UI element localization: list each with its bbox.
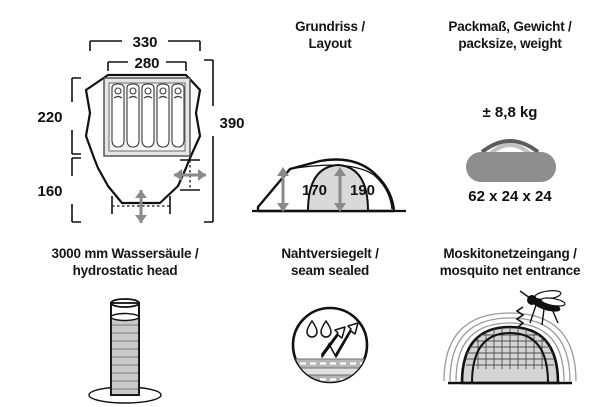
side-vestibule-arrow [174,159,206,191]
profile-heading: Grundriss / Layout [295,19,365,51]
packsize-dimensions: 62 x 24 x 24 [468,188,552,205]
dim-total-depth: 390 [219,115,244,132]
dim-outer-width: 330 [132,34,157,51]
bag-body [466,152,556,182]
peak-height-arrow [334,167,346,212]
mosquito-figure [519,290,566,326]
dim-inner-width: 280 [134,55,159,72]
seam-fabric-layers [293,358,367,382]
water-droplets [306,319,332,338]
dim-vestibule-depth: 160 [37,183,62,200]
mosquito-body [531,298,561,312]
fly-ridge-line [289,164,393,210]
graduation-marks [111,324,139,390]
dim-vestibule-height: 170 [302,182,327,199]
seam-heading: Nahtversiegelt / seam sealed [281,246,379,278]
panel-layout: 330 280 220 160 390 [0,18,250,233]
panel-hydrostatic: 3000 mm Wassersäule / hydrostatic head [0,245,250,405]
bounce-zigzag [515,306,525,328]
repel-arcs [443,312,577,382]
packsize-weight: ± 8,8 kg [482,104,538,121]
vestibule-height-arrow [277,167,289,212]
panel-profile: Grundriss / Layout 170 190 [250,18,410,233]
panel-mosquito-net: Moskitonetzeingang / mosquito net entran… [410,245,610,405]
bag-handle-front [488,143,532,156]
water-fill [111,317,139,395]
tent-side-profile-icon: 170 190 [252,158,406,213]
water-column-icon [88,298,162,404]
dim-inner-depth: 220 [37,109,62,126]
front-vestibule-arrow [111,190,171,223]
cylinder-outline [110,302,140,396]
inner-dome [306,163,370,212]
packsize-heading: Packmaß, Gewicht / packsize, weight [448,19,572,51]
panel-packsize: Packmaß, Gewicht / packsize, weight ± 8,… [410,18,610,233]
water-surface [110,312,140,322]
hydrostatic-heading: 3000 mm Wassersäule / hydrostatic head [51,246,199,278]
mosquito-net-icon [443,290,577,385]
door-arch [471,331,549,384]
mosquito-heading: Moskitonetzeingang / mosquito net entran… [439,246,581,278]
mosquito-legs [519,290,559,326]
sleeping-berths [111,83,185,148]
duffel-bag-icon [466,139,556,182]
bounce-path [321,342,337,358]
dim-peak-height: 190 [350,182,375,199]
tent-floorplan-icon: 330 280 220 160 390 [37,34,245,223]
bag-handle-back [480,139,540,154]
seam-sealed-icon [291,306,369,384]
panel-seam-sealed: Nahtversiegelt / seam sealed [250,245,410,405]
mosquito-wings [534,290,566,307]
